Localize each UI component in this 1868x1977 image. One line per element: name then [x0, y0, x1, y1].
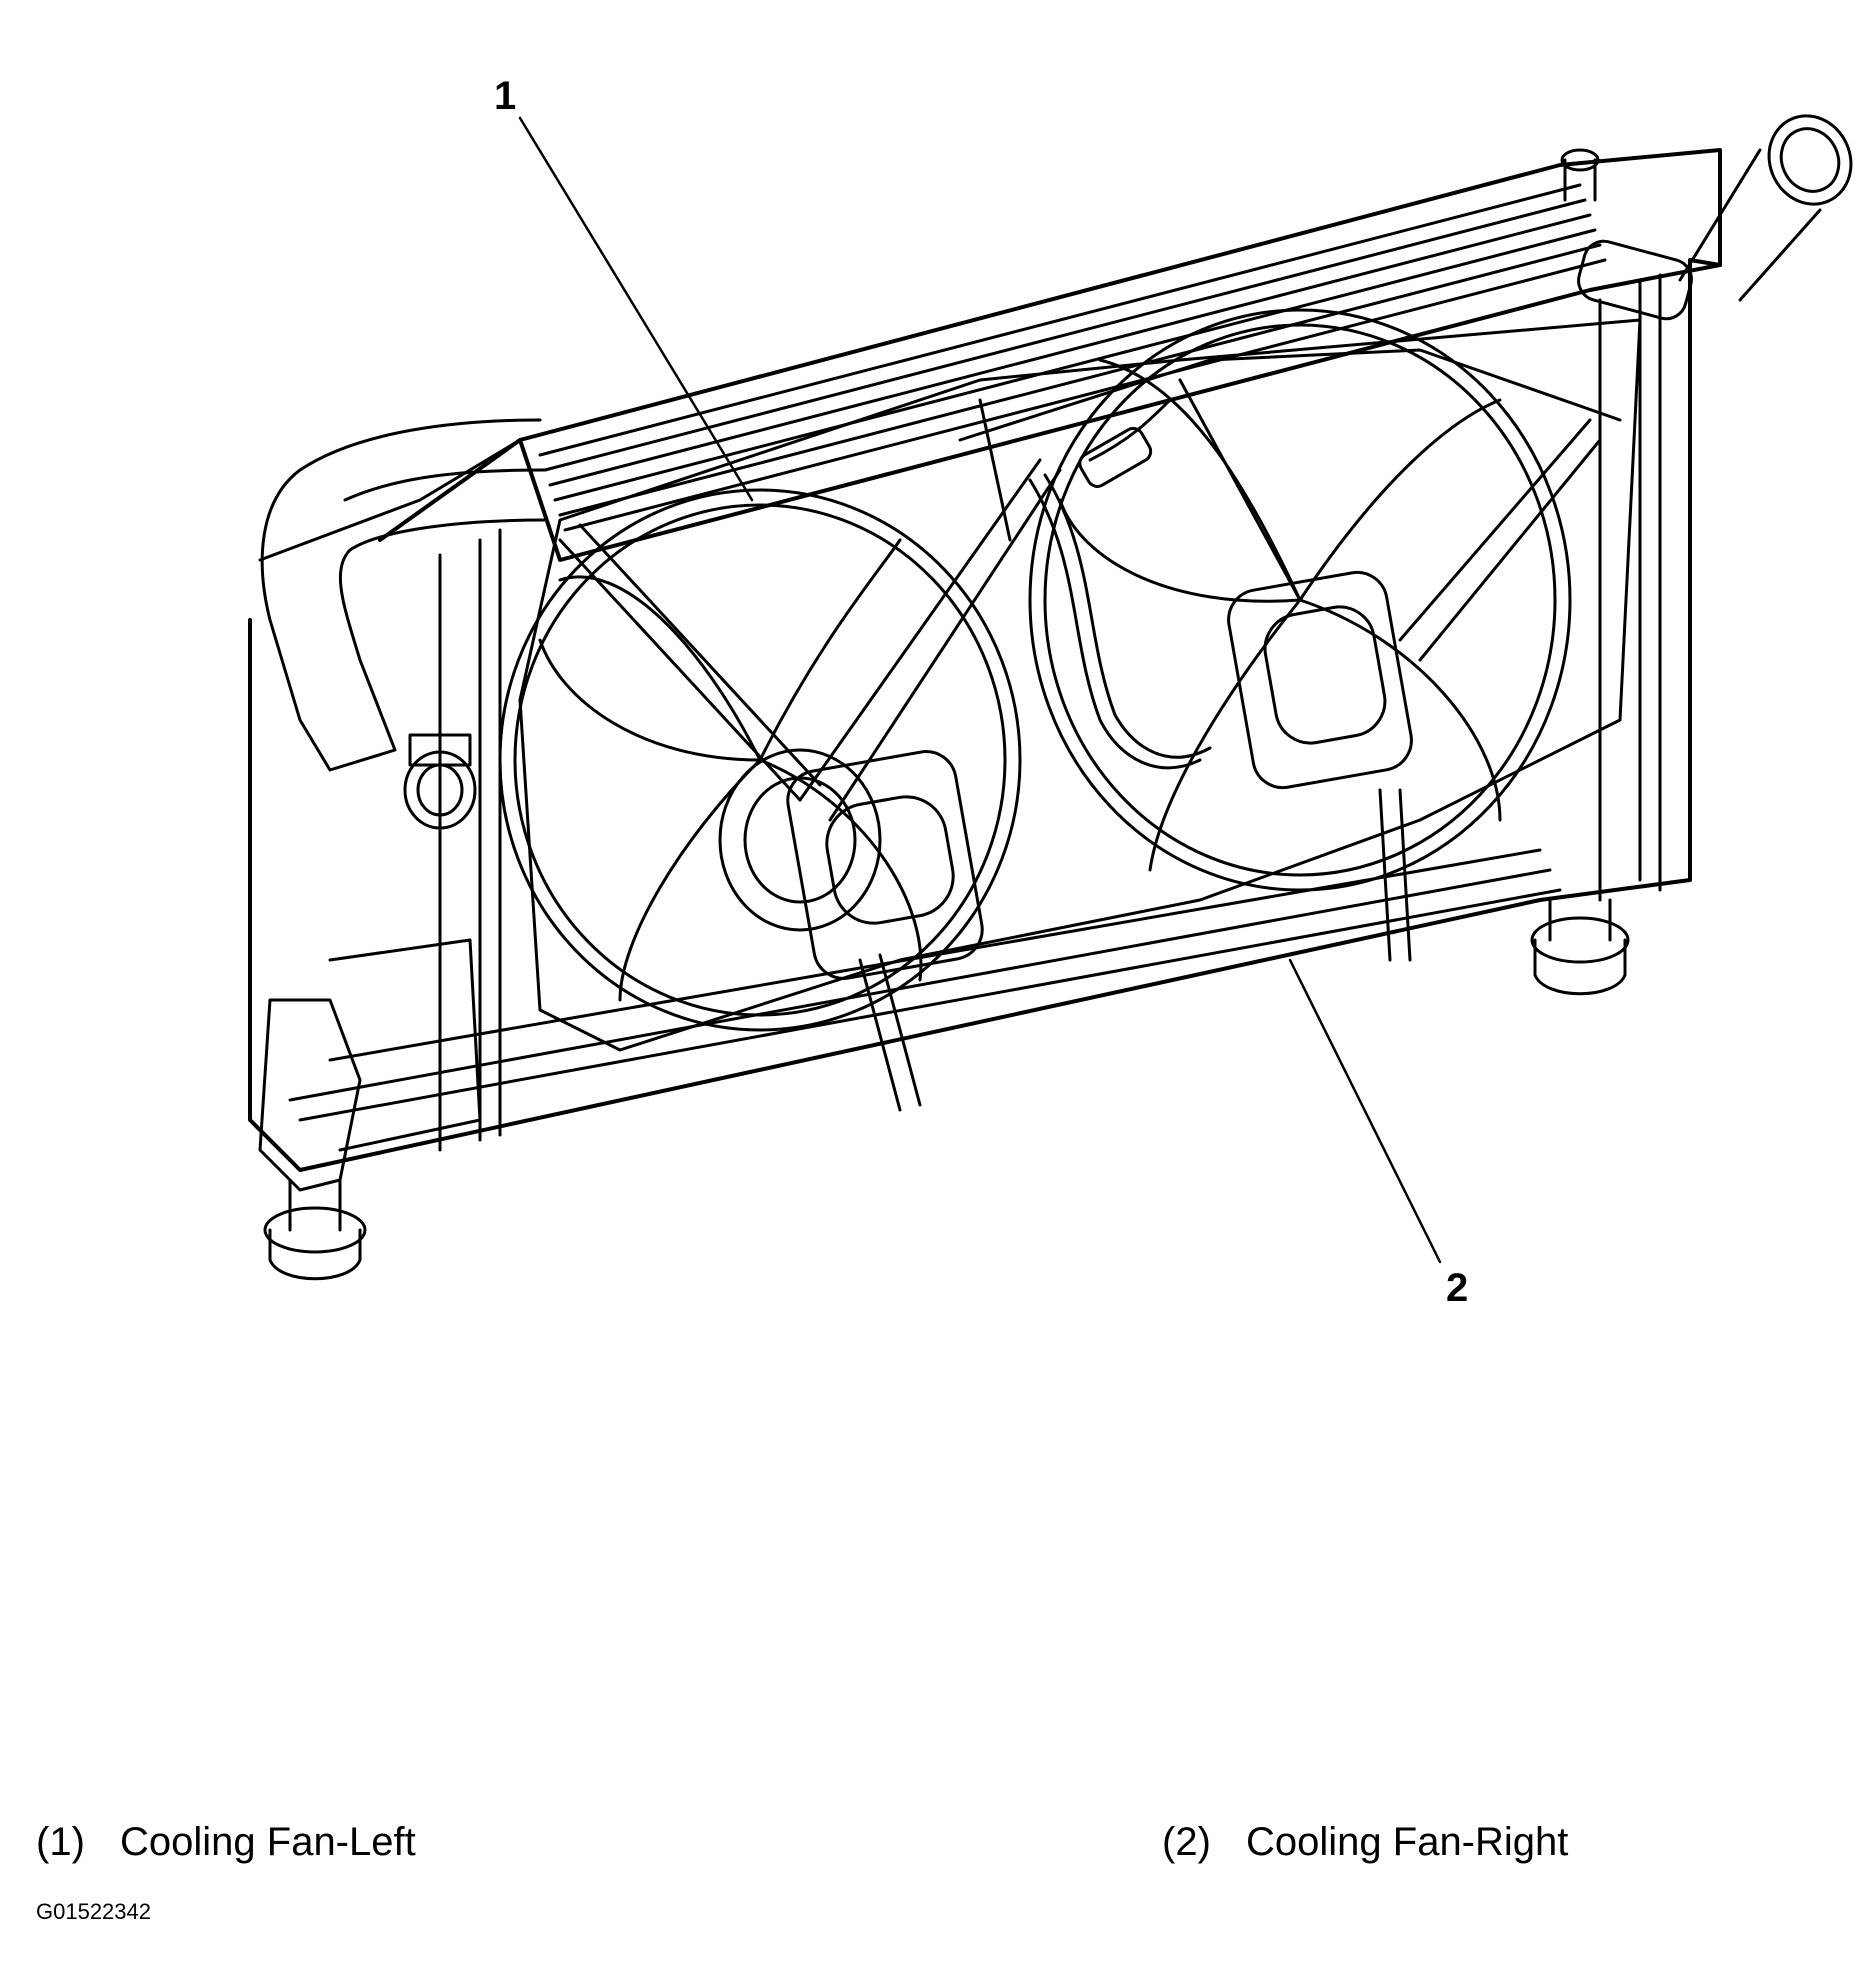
right-cooling-fan [1028, 308, 1572, 892]
wiring-harness [1028, 398, 1212, 770]
fan-support-struts [558, 378, 1602, 1112]
legend-item-left-fan: (1) Cooling Fan-Left [36, 1822, 416, 1862]
callout-leader-lines [518, 116, 1442, 1264]
lower-left-tank [258, 938, 482, 1281]
legend-item-right-fan: (2) Cooling Fan-Right [1162, 1822, 1568, 1862]
legend-label: Cooling Fan-Right [1246, 1820, 1569, 1864]
upper-radiator-hose [260, 418, 547, 772]
callout-2-leader [1288, 958, 1442, 1264]
callout-number-2: 2 [1446, 1266, 1469, 1310]
legend-label: Cooling Fan-Left [120, 1820, 416, 1864]
lower-left-fitting [403, 733, 477, 830]
fan-shroud [518, 318, 1642, 1052]
callout-number-1: 1 [494, 74, 517, 118]
figure-id: G01522342 [36, 1899, 151, 1924]
radiator-frame [248, 258, 1722, 1172]
callout-1-leader [518, 116, 754, 502]
left-cooling-fan [498, 488, 1022, 1032]
legend-number: (2) [1162, 1820, 1211, 1864]
legend-number: (1) [36, 1820, 85, 1864]
filler-neck [1560, 114, 1853, 321]
lower-right-outlet [1530, 898, 1630, 996]
